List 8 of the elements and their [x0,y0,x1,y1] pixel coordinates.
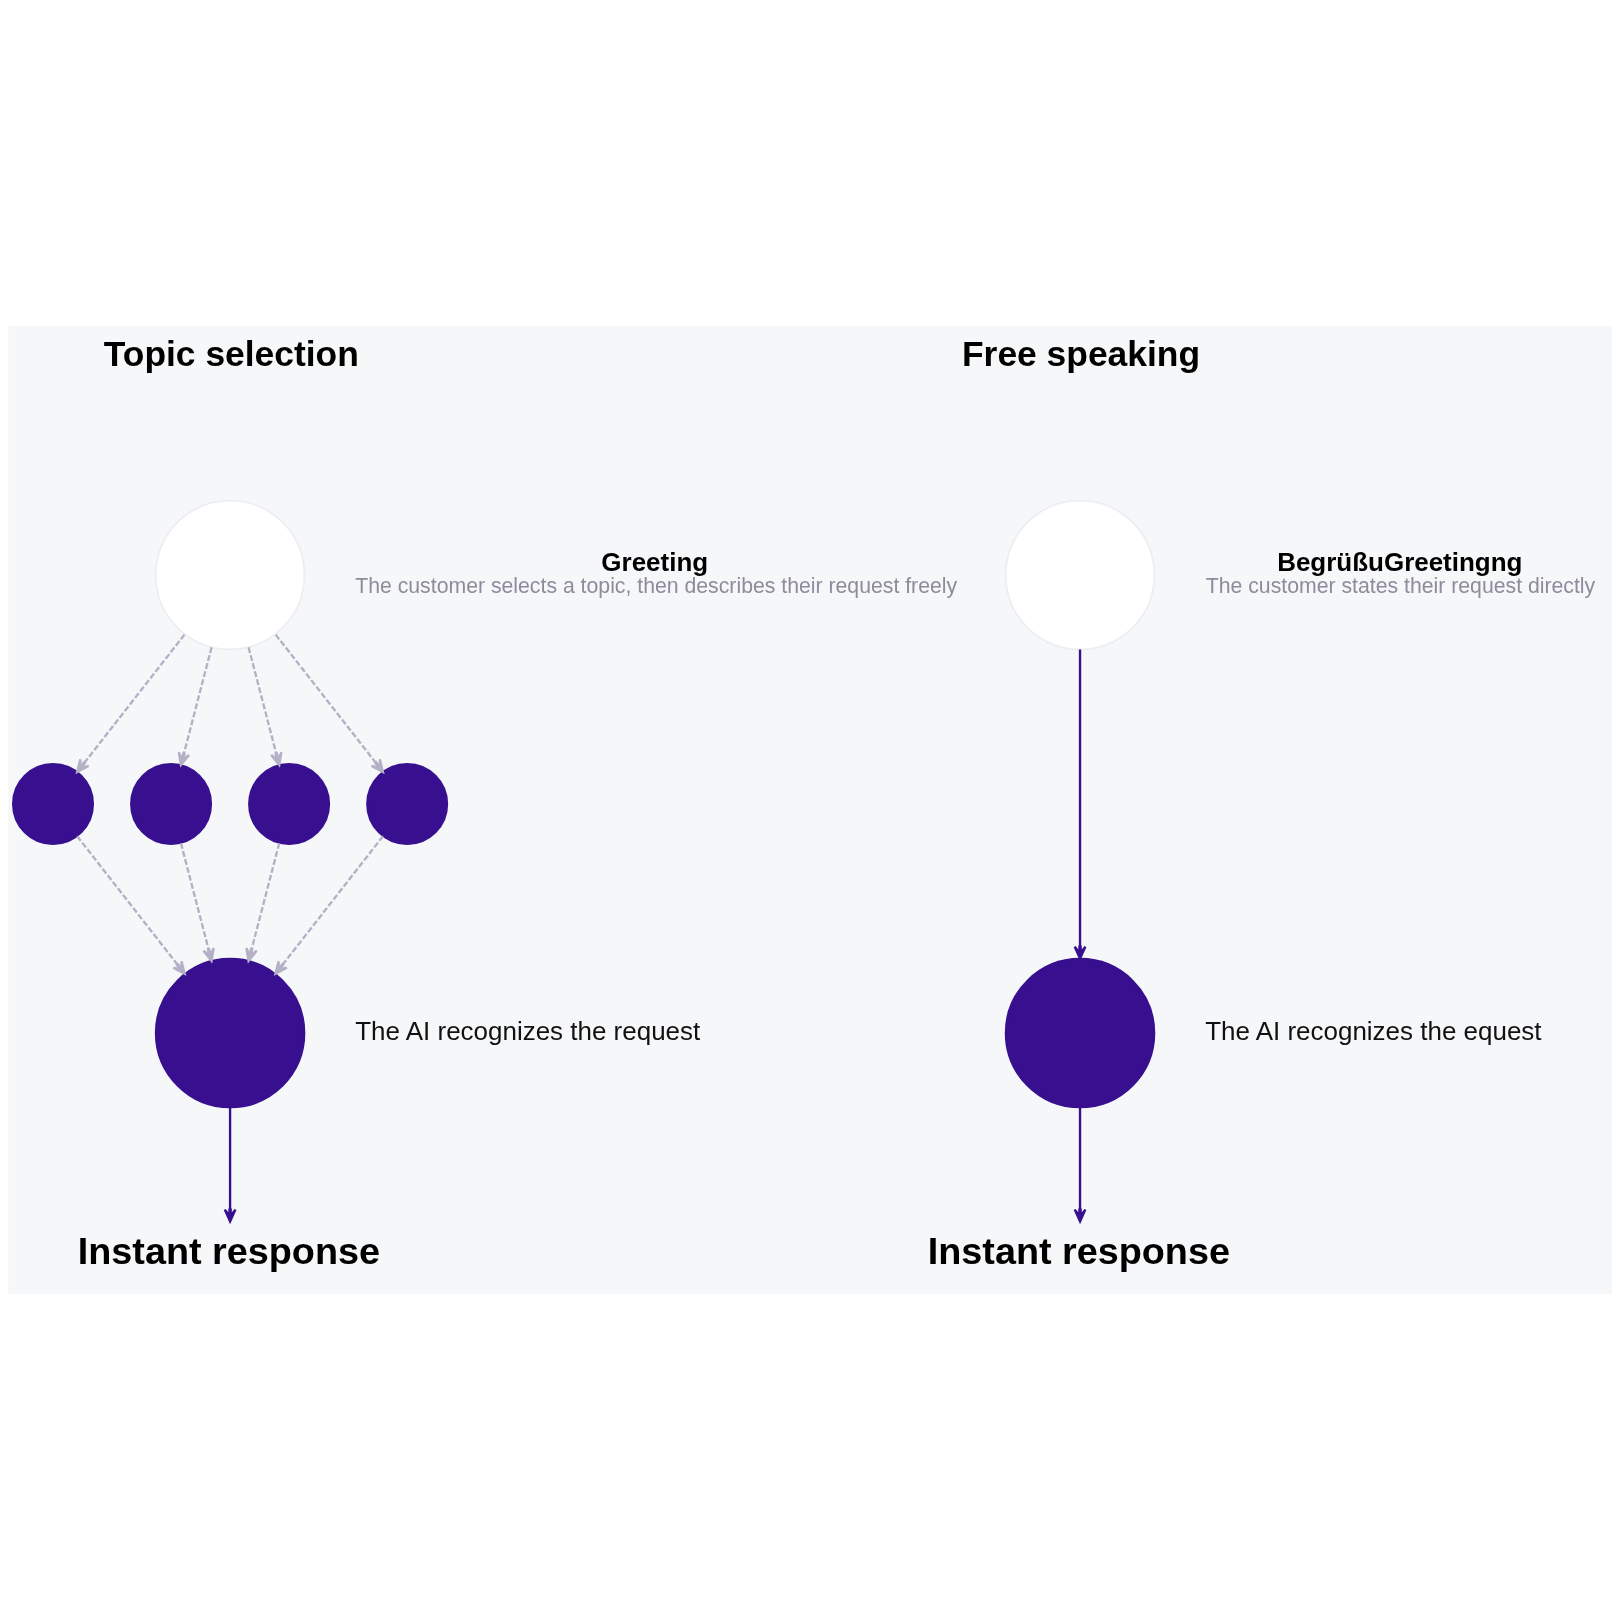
label: Free speaking [961,334,1201,375]
node-text: Instant response [77,1230,381,1273]
label: Topic selection [103,334,359,375]
node-text: Instant response [927,1230,1230,1273]
node-label: BegrüßuGreetingng [1277,547,1523,578]
node-label: Greeting [601,547,709,578]
node-label: The AI recognizes the equest [1205,1015,1542,1046]
node-label: The AI recognizes the request [355,1015,701,1046]
